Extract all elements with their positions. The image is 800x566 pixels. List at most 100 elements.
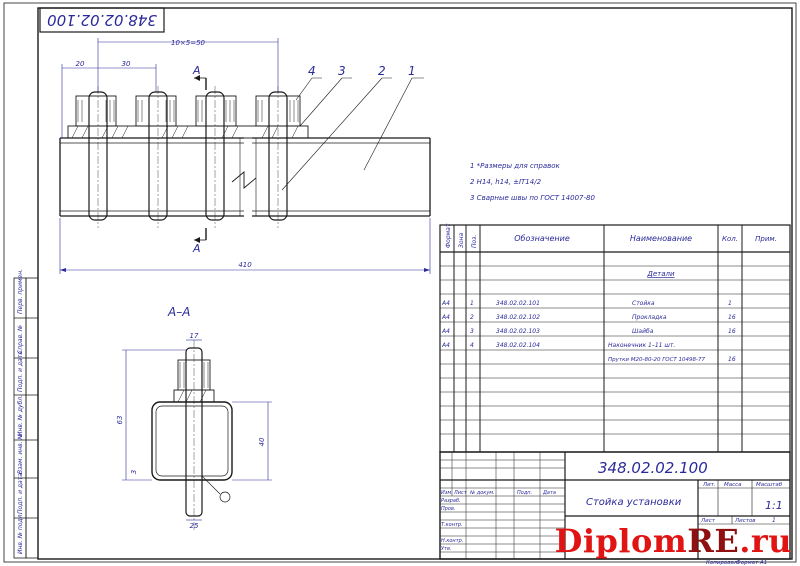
spec-row-5: Прутки М20-80-20 ГОСТ 10498-77 16 — [608, 356, 736, 363]
spec-header-note: Прим. — [755, 235, 777, 243]
spec-header-name: Наименование — [630, 234, 692, 243]
spec-header-qty: Кол. — [722, 235, 738, 243]
tb-copied-label: Копировал — [706, 560, 738, 566]
svg-text:Прокладка: Прокладка — [632, 314, 667, 321]
watermark-main: Diplom — [554, 522, 688, 560]
side-label-7: Инв. № подл. — [17, 513, 24, 554]
title-stamp-box: 348.02.02.100 — [39, 7, 165, 33]
side-label-6: Подп. и дата — [17, 473, 24, 514]
tb-role-ncontrol: Н.контр. — [441, 538, 463, 544]
dim-t3: 3 — [130, 470, 138, 474]
spec-row-3: А4 3 348.02.02.103 Шайба 16 — [441, 328, 736, 335]
svg-text:348.02.02.102: 348.02.02.102 — [496, 314, 540, 321]
spec-header-designation: Обозначение — [514, 234, 570, 243]
section-title: А–А — [167, 305, 190, 319]
bolt-1 — [75, 86, 117, 228]
svg-text:348.02.02.101: 348.02.02.101 — [496, 300, 540, 307]
tb-label-sign: Подп. — [517, 490, 532, 496]
title-block: Изм. Лист № докум. Подп. Дата Разраб. Пр… — [439, 451, 791, 566]
svg-text:3: 3 — [470, 328, 474, 335]
tb-mass-label: Масса — [724, 482, 742, 488]
note-1: 1 *Размеры для справок — [470, 162, 561, 170]
spec-row-1: А4 1 348.02.02.101 Стойка 1 — [441, 300, 732, 307]
spec-section-title: Детали — [646, 270, 675, 278]
spec-header-format: Формат — [445, 223, 452, 248]
tb-scale-label: Масштаб — [756, 482, 783, 488]
side-label-2: Справ. № — [17, 325, 24, 354]
watermark-suffix: RE — [687, 522, 740, 560]
note-3: 3 Сварные швы по ГОСТ 14007-80 — [470, 194, 595, 202]
bolt-3 — [195, 86, 237, 228]
tb-label-change: Изм. — [441, 490, 453, 496]
spec-table: Формат Зона Поз. Обозначение Наименовани… — [439, 223, 791, 453]
svg-text:16: 16 — [728, 314, 736, 321]
gasket-strip — [67, 125, 309, 139]
svg-text:348.02.02.103: 348.02.02.103 — [496, 328, 540, 335]
svg-text:Шайба: Шайба — [632, 328, 654, 335]
tb-format-value: А1 — [759, 560, 767, 566]
callout-leaders: 4 3 2 1 — [281, 64, 424, 191]
svg-text:А4: А4 — [441, 342, 450, 349]
callout-4: 4 — [308, 64, 316, 78]
section-mark-top: А — [192, 64, 207, 90]
svg-text:4: 4 — [470, 342, 474, 349]
spec-header-pos: Поз. — [471, 235, 478, 248]
section-view: А–А 17 25 63 40 3 — [116, 305, 272, 530]
tb-scale-value: 1:1 — [765, 499, 783, 512]
spec-row-2: А4 2 348.02.02.102 Прокладка 16 — [441, 314, 736, 321]
svg-text:348.02.02.104: 348.02.02.104 — [496, 342, 540, 349]
callout-1: 1 — [408, 64, 416, 78]
svg-text:А4: А4 — [441, 300, 450, 307]
dim-h63: 63 — [116, 416, 124, 425]
svg-text:1: 1 — [470, 300, 474, 307]
side-label-3: Подп. и дата — [17, 351, 24, 392]
callout-3: 3 — [338, 64, 346, 78]
side-strip: Перв. примен. Справ. № Подп. и дата Инв.… — [13, 269, 39, 559]
spec-header-zone: Зона — [458, 233, 465, 248]
dim-w17: 17 — [190, 332, 199, 340]
note-2: 2 Н14, h14, ±IT14/2 — [470, 178, 542, 186]
tb-letter-label: Лит. — [702, 482, 716, 488]
tb-role-checker: Пров. — [441, 506, 456, 512]
dim-30: 30 — [122, 60, 131, 68]
svg-text:Прутки М20-80-20 ГОСТ 10498-77: Прутки М20-80-20 ГОСТ 10498-77 — [608, 357, 706, 363]
watermark-tld: .ru — [739, 522, 792, 560]
tube-body — [59, 136, 431, 218]
svg-text:16: 16 — [728, 328, 736, 335]
bolt-2 — [135, 86, 177, 228]
svg-text:2: 2 — [470, 314, 474, 321]
svg-text:А4: А4 — [441, 328, 450, 335]
dim-w25: 25 — [190, 522, 199, 530]
dim-length: 410 — [238, 261, 252, 269]
side-label-1: Перв. примен. — [17, 269, 24, 314]
section-letter-bottom: А — [192, 242, 201, 255]
svg-text:Наконечник 1–11 шт.: Наконечник 1–11 шт. — [608, 342, 675, 349]
tb-format-label: Формат — [736, 560, 759, 566]
svg-text:А4: А4 — [441, 314, 450, 321]
section-letter-top: А — [192, 64, 201, 77]
tb-label-date: Дата — [542, 490, 556, 496]
callout-2: 2 — [378, 64, 386, 78]
tb-designation: 348.02.02.100 — [598, 459, 708, 477]
side-label-5: Взам. инв. № — [17, 433, 24, 474]
tb-role-approve: Утв. — [441, 546, 452, 552]
tb-role-developer: Разраб. — [441, 498, 461, 504]
tb-sheets-label: Листов — [734, 518, 756, 524]
svg-text:16: 16 — [728, 356, 736, 363]
side-label-4: Инв. № дубл. — [17, 395, 24, 436]
tb-label-docno: № докум. — [469, 490, 495, 496]
section-mark-bottom: А — [192, 228, 207, 255]
tb-sheets-count: 1 — [772, 517, 776, 524]
svg-text:Стойка: Стойка — [632, 300, 655, 307]
dim-h40: 40 — [258, 437, 266, 446]
tb-sheet-label: Лист — [700, 518, 716, 524]
dimensions-top: 10×5=50 20 30 — [61, 38, 279, 138]
outer-frame — [3, 2, 797, 563]
dimension-length: 410 — [59, 218, 431, 274]
svg-text:1: 1 — [728, 300, 732, 307]
title-stamp-text: 348.02.02.100 — [47, 11, 157, 29]
tb-role-tcontrol: Т.контр. — [441, 522, 463, 528]
main-view: А А 10×5=50 20 30 410 — [59, 38, 431, 274]
technical-notes: 1 *Размеры для справок 2 Н14, h14, ±IT14… — [470, 162, 595, 202]
